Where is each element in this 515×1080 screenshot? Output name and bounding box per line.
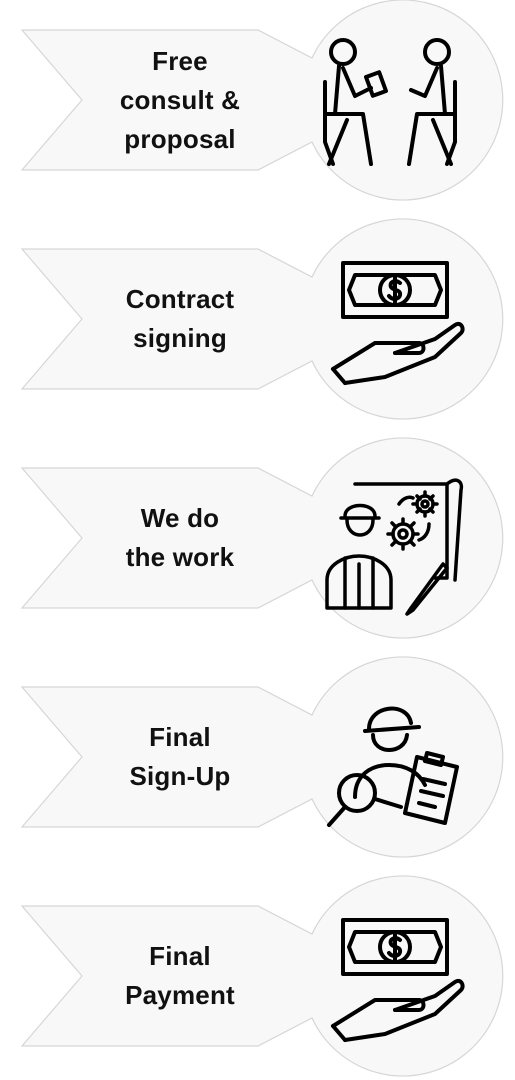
step-label: Final Sign-Up [129,722,231,791]
step-final-payment: Final Payment [0,875,515,1077]
step-label: Final Payment [125,941,235,1010]
step-final-signup: Final Sign-Up [0,656,515,858]
money-hand-icon [315,249,465,394]
step-label: Free consult & proposal [119,45,241,154]
arrow-banner-shape [20,218,504,420]
engineer-blueprint-icon [315,468,465,616]
arrow-banner-shape [20,875,504,1077]
consultation-icon [315,30,465,175]
step-contract: Contract signing [0,218,515,420]
money-hand-icon [315,906,465,1051]
arrow-banner-shape [20,0,504,201]
inspector-clipboard-icon [315,687,465,832]
step-work: We do the work [0,437,515,639]
arrow-banner-shape [20,656,504,858]
step-label: Contract signing [125,284,235,353]
arrow-banner-shape [20,437,504,639]
step-label: We do the work [125,503,235,572]
step-consult: Free consult & proposal [0,0,515,201]
